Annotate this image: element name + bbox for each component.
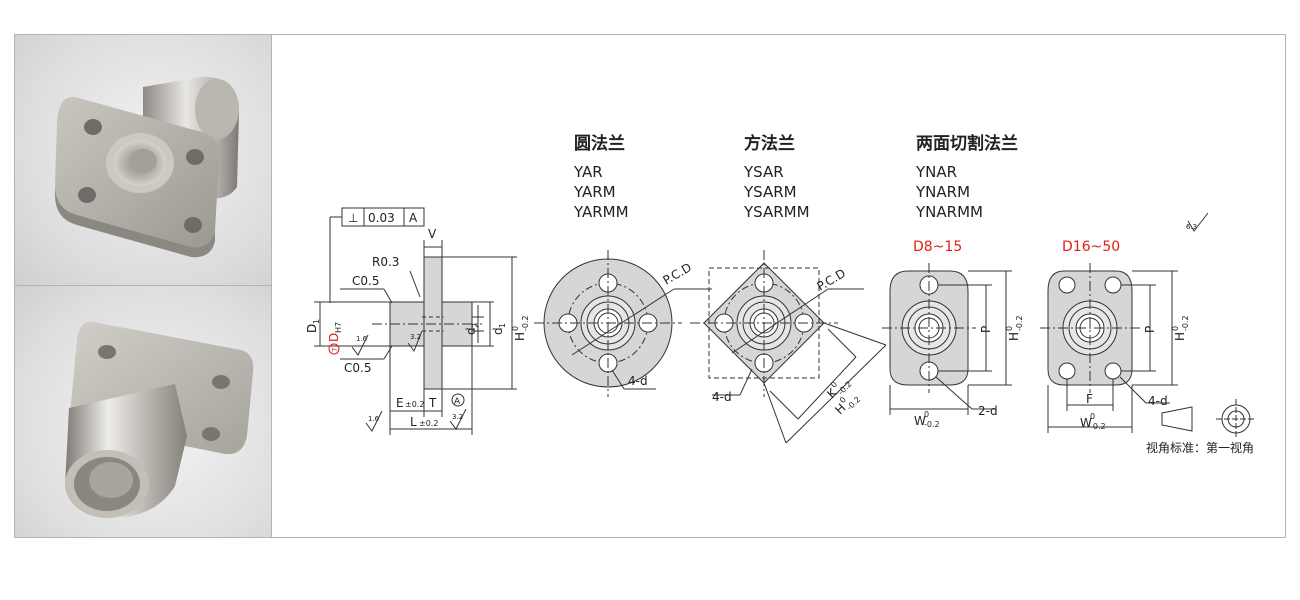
dim-d-circle: 7 (331, 348, 339, 352)
dim-d1-sub: 1 (312, 319, 321, 324)
square-h-tol: -0.2 (845, 395, 862, 412)
code-ysar: YSAR (743, 163, 784, 181)
square-k-tol: -0.2 (836, 379, 853, 396)
perpendicularity-symbol: ⊥ (348, 211, 358, 225)
square-h: H (832, 401, 848, 417)
cut-small-p: P (979, 326, 993, 333)
cut-large-w-tol-top: 0 (1090, 412, 1095, 421)
roughness-4: 3.2 (452, 413, 463, 421)
technical-drawing-area: 圆法兰 YAR YARM YARMM 方法兰 YSAR YSARM YSARMM… (272, 35, 1285, 537)
cut-small-h-tol: -0.2 (1015, 315, 1024, 331)
dim-d2: d (464, 327, 478, 335)
dim-d1s-sub: 1 (498, 323, 507, 328)
code-ynarm: YNARM (915, 183, 970, 201)
product-photo-flange-back (15, 286, 271, 537)
cut-large-holes: 4-d (1148, 394, 1168, 408)
photo-column (15, 35, 272, 537)
product-photo-flange-front (15, 35, 271, 286)
cut-small-h: H (1007, 332, 1021, 341)
square-h-tol-top: 0 (838, 395, 848, 405)
round-flange-view (534, 250, 712, 397)
datum-a: A (454, 397, 461, 407)
code-ysarmm: YSARMM (743, 203, 810, 221)
cut-small-w-tol: -0.2 (924, 420, 940, 429)
dim-h-tol: -0.2 (521, 315, 530, 331)
dim-t: T (428, 396, 437, 410)
dim-l: L (410, 415, 417, 429)
dim-e-tol: ±0.2 (405, 400, 424, 409)
projection-label: 视角标准：第一视角 (1146, 440, 1254, 455)
dim-v: V (428, 227, 437, 241)
tolerance-value: 0.03 (368, 211, 395, 225)
dim-r: R0.3 (372, 255, 399, 269)
variant-label-large: D16~50 (1062, 239, 1120, 255)
code-yar: YAR (573, 163, 603, 181)
variant-label-small: D8~15 (913, 239, 962, 255)
cut-large-h-tol: -0.2 (1181, 315, 1190, 331)
dim-c-top: C0.5 (352, 274, 379, 288)
dim-c-bottom: C0.5 (344, 361, 371, 375)
cut-small-w: W (914, 414, 926, 428)
dim-l-tol: ±0.2 (419, 419, 438, 428)
code-yarmm: YARMM (573, 203, 629, 221)
projection-symbol (1161, 212, 1256, 439)
cut-large-w-tol: -0.2 (1090, 422, 1106, 431)
cut-small-holes: 2-d (978, 404, 998, 418)
cut-large-f: F (1086, 392, 1093, 406)
round-pcd: P.C.D (661, 260, 695, 287)
square-k-tol-top: 0 (829, 380, 839, 390)
code-yarm: YARM (573, 183, 616, 201)
column-title-square: 方法兰 (744, 133, 795, 154)
side-section-view (314, 207, 517, 435)
dim-d2-sub: 2 (471, 323, 480, 328)
roughness-3: 1.6 (368, 415, 380, 423)
dim-h: H (513, 332, 527, 341)
technical-drawing: 圆法兰 YAR YARM YARMM 方法兰 YSAR YSARM YSARMM… (305, 133, 1256, 455)
roughness-2: 3.2 (410, 333, 421, 341)
product-frame: 圆法兰 YAR YARM YARMM 方法兰 YSAR YSARM YSARMM… (14, 34, 1286, 538)
code-ysarm: YSARM (743, 183, 797, 201)
dim-d-sub: H7 (334, 322, 343, 333)
dim-h-tol-top: 0 (511, 326, 520, 331)
column-title-cut: 两面切割法兰 (916, 133, 1018, 154)
dim-e: E (396, 396, 404, 410)
square-flange-view (690, 250, 887, 444)
square-holes: 4-d (712, 390, 732, 404)
cut-small-w-tol-top: 0 (924, 410, 929, 419)
cut-large-h: H (1173, 332, 1187, 341)
code-ynarmm: YNARMM (915, 203, 983, 221)
tolerance-datum: A (409, 211, 418, 225)
dim-d: D (327, 333, 341, 342)
cut-large-w: W (1080, 416, 1092, 430)
dim-d1: D (305, 324, 319, 333)
cut-large-h-tol-top: 0 (1171, 326, 1180, 331)
round-holes: 4-d (628, 374, 648, 388)
roughness-1: 1.6 (356, 335, 368, 343)
cut-small-h-tol-top: 0 (1005, 326, 1014, 331)
cut-flange-large-view (1040, 263, 1178, 433)
column-title-round: 圆法兰 (574, 133, 625, 154)
roughness-general: 6.3 (1186, 223, 1197, 231)
code-ynar: YNAR (915, 163, 957, 181)
cut-flange-small-view (882, 263, 1012, 415)
dim-d1s: d (491, 327, 505, 335)
cut-large-p: P (1143, 326, 1157, 333)
